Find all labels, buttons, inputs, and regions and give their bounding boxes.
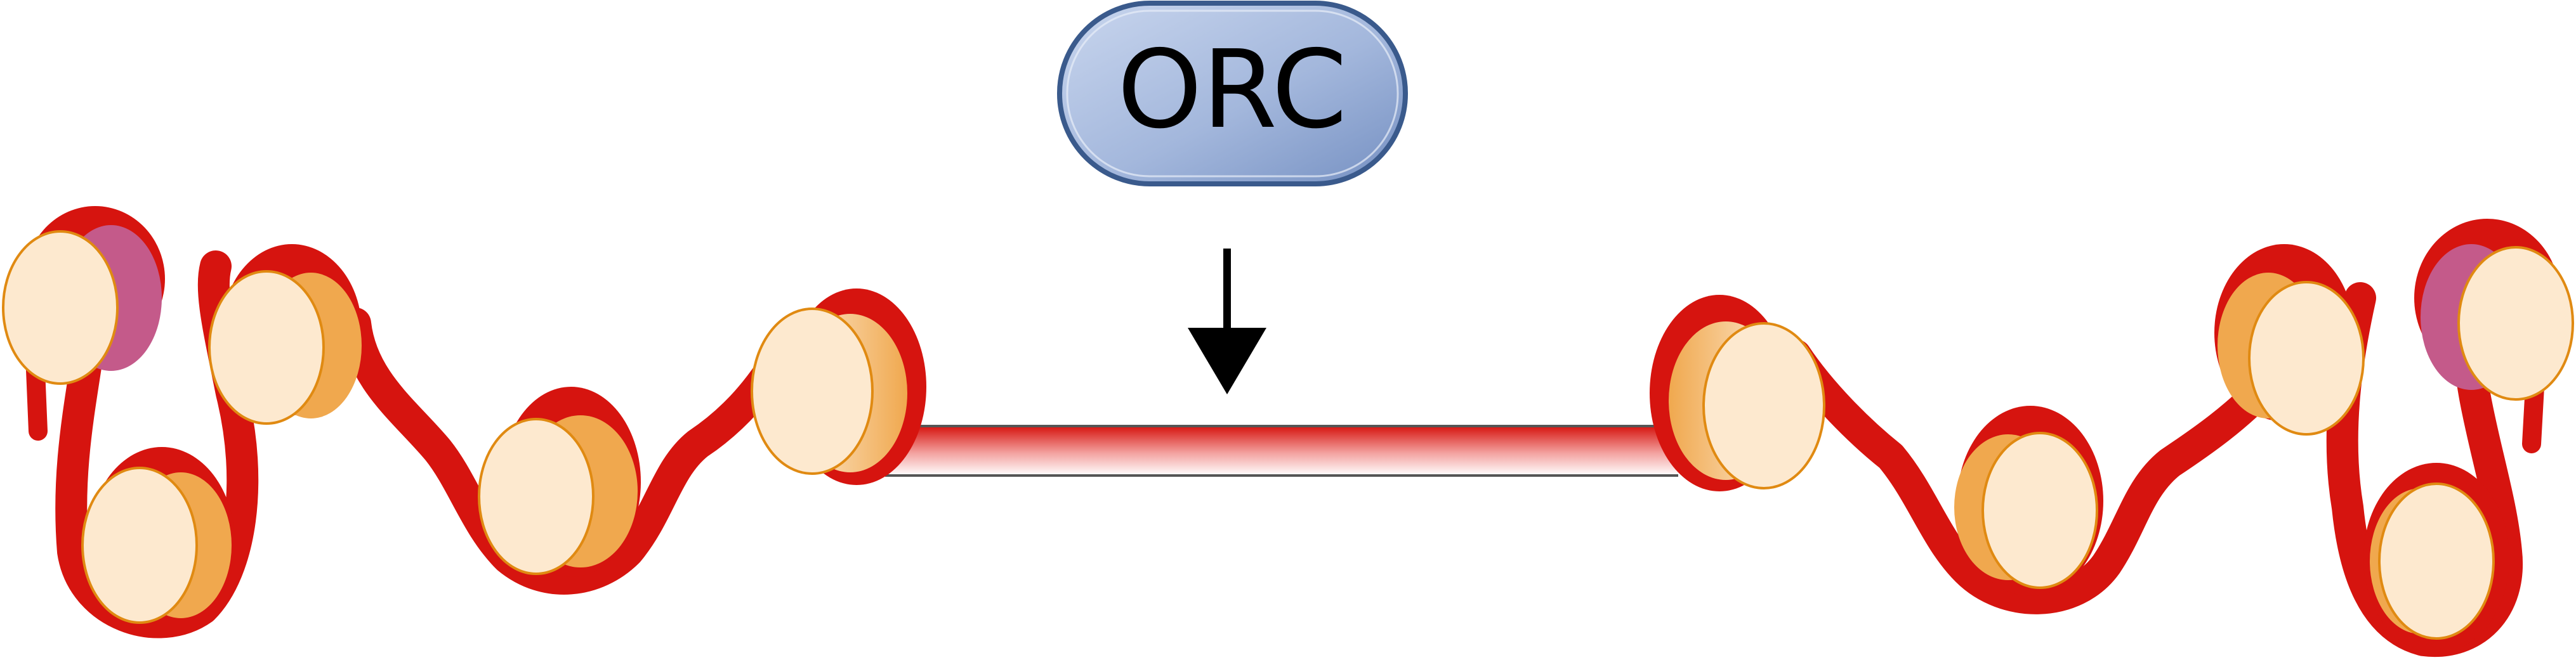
orc-complex: ORC	[1057, 1, 1408, 186]
orc-label: ORC	[1117, 27, 1347, 153]
nucleosome-icon	[2214, 244, 2365, 436]
nucleosome-icon	[1954, 406, 2103, 596]
linker-dna	[885, 425, 1678, 477]
nucleosome-icon	[478, 387, 641, 577]
nucleosome-icon	[208, 244, 362, 425]
nucleosome-icon	[751, 288, 926, 485]
nucleosome-icon	[2363, 463, 2509, 653]
down-arrow-icon	[1188, 249, 1266, 394]
nucleosome-icon	[2, 206, 165, 385]
nucleosome-icon	[81, 447, 235, 637]
nucleosome-icon	[1650, 295, 1825, 491]
nucleosome-icon	[2414, 219, 2574, 401]
